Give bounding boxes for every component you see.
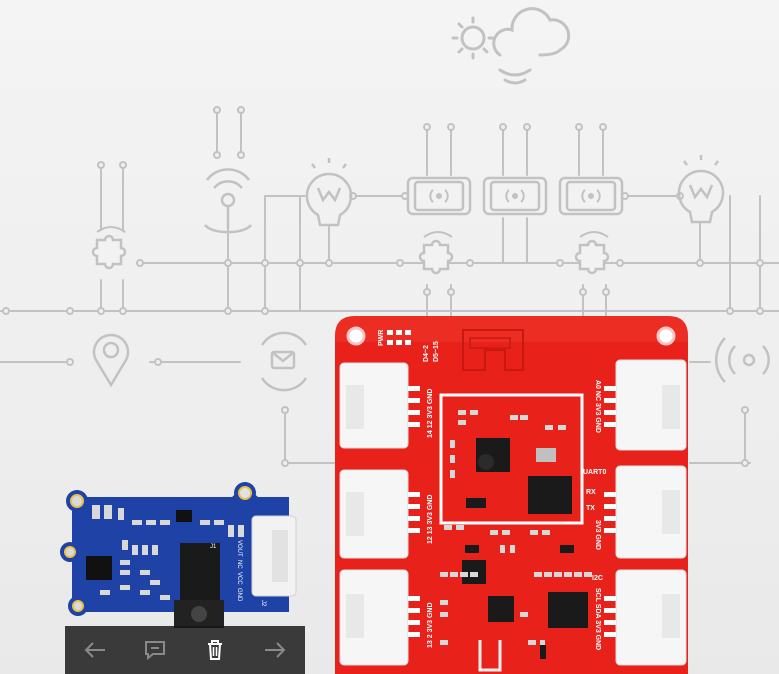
delete-button[interactable] [193,630,237,670]
arrow-right-icon [265,642,286,658]
blue-sensor-board: VOUT NC VCC GND J1 J2 [60,482,297,628]
j1-label: J1 [210,544,217,550]
arrow-left-icon [84,642,105,658]
radar-icon [715,337,770,383]
j2-label: J2 [260,600,266,607]
signal-waves-icon [96,226,609,238]
lightbulb-icon [305,158,353,227]
tx-label: TX [586,505,595,512]
right-top-pin-label: A0 NC 3V3 GND [594,380,601,433]
left-mid-pin-label: 12 13 3V3 GND [427,495,434,544]
grove-connector [615,359,687,666]
grove-connector [339,362,409,666]
comment-icon [145,641,165,661]
image-viewer-toolbar [65,626,305,674]
broadcast-icon [203,168,253,234]
message-sync-icon [260,331,308,392]
previous-button[interactable] [73,630,117,670]
vout-label: VOUT [236,540,242,557]
cloud-sun-icon [451,7,571,85]
right-bot-pin-label: SCL SDA 3V3 GND [594,588,601,650]
left-bot-pin-label: 13 2 3V3 GND [427,602,434,648]
grove-pins-left [408,386,420,637]
comment-button[interactable] [133,630,177,670]
trash-icon [208,640,222,660]
puzzle-sensor-icon [91,234,610,275]
grove-pins-right [604,386,616,637]
iot-line-art [0,109,779,464]
d4-label: D4~2 [423,345,430,362]
line-art-nodes [2,106,764,467]
next-button[interactable] [253,630,297,670]
red-wifi-board: PWR D4~2 D5~15 [335,316,688,674]
wifi-icon [429,189,601,203]
location-pin-icon [92,333,130,388]
i2c-label: I2C [592,575,603,582]
right-mid-pin-label: 3V3 GND [594,520,601,550]
silkscreen-labels: VOUT NC VCC GND J1 J2 [210,540,266,607]
vcc-label: VCC [236,572,242,585]
rx-label: RX [586,489,596,496]
nc-label: NC [236,560,242,569]
lightbulb-icon [677,155,725,224]
left-top-pin-label: 14 12 3V3 GND [427,389,434,438]
pwr-label: PWR [378,330,385,346]
d5-label: D5~15 [433,341,440,362]
uart-label: UART0 [583,469,606,476]
gnd-label: GND [236,588,242,602]
